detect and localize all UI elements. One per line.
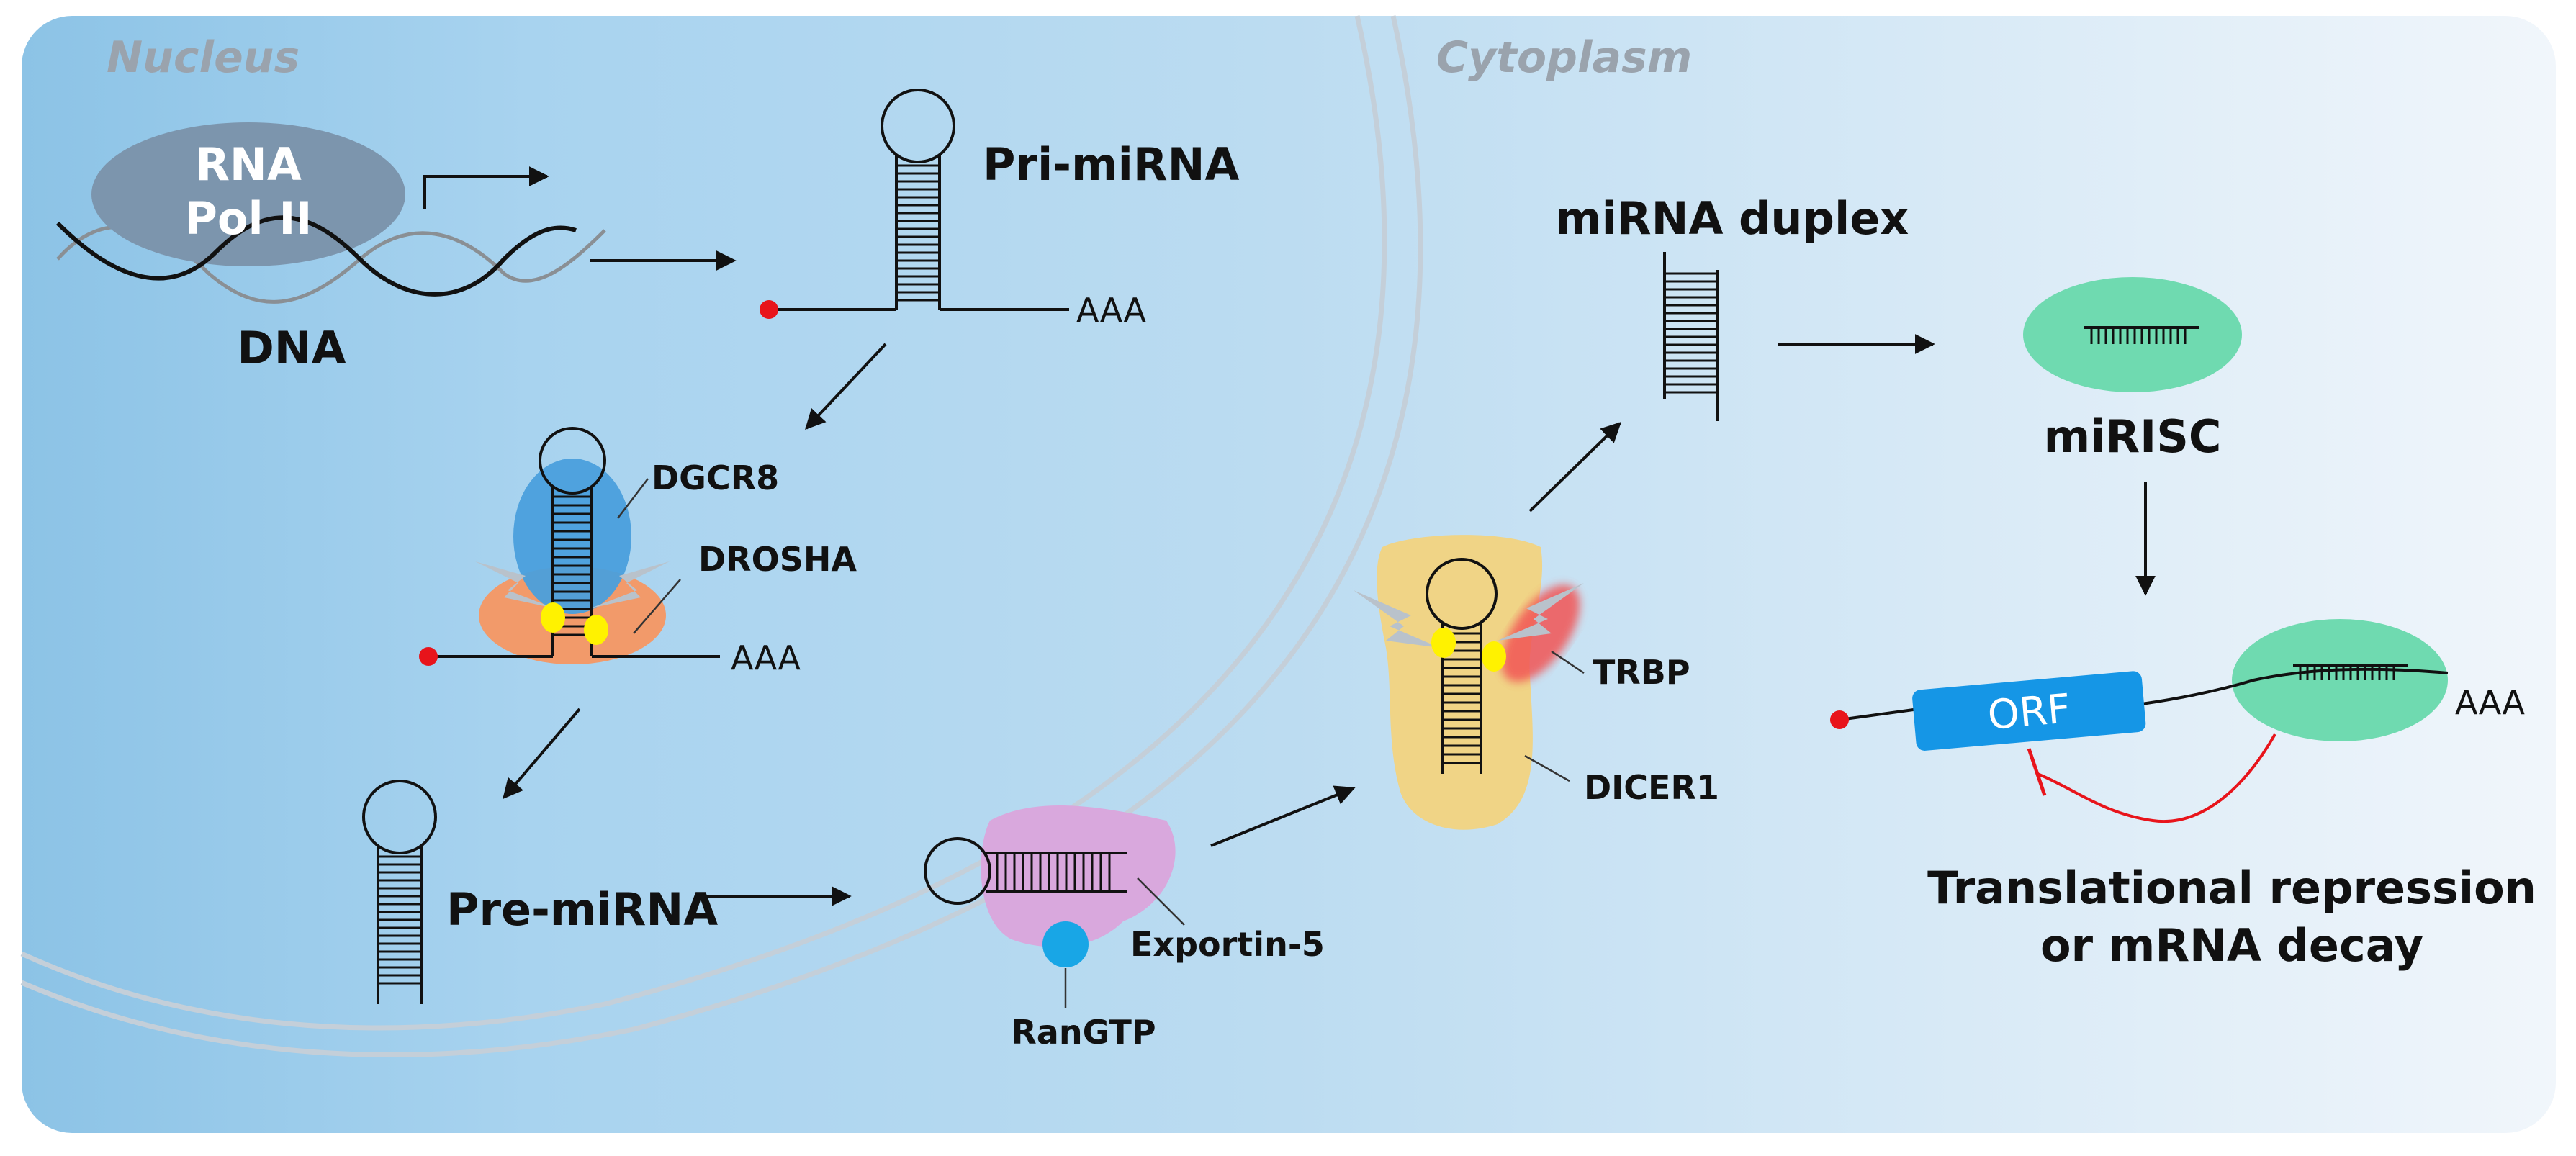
rangtp-label: RanGTP: [1011, 1013, 1156, 1052]
dna-label: DNA: [237, 322, 346, 374]
pri-mirna-label: Pri-miRNA: [983, 138, 1239, 191]
dna-transcription: RNA Pol II DNA: [55, 122, 606, 374]
repression-curve: [2037, 733, 2276, 823]
microprocessor-complex: DGCR8 DROSHA AAA: [419, 427, 857, 677]
orf-label: ORF: [1986, 685, 2072, 739]
arrow-microprocessor-to-pre: [503, 708, 581, 800]
transcription-start-arrow: [423, 166, 549, 209]
nucleus-label: Nucleus: [107, 32, 300, 83]
target-cap: [1830, 710, 1849, 729]
nuclear-envelope-inner: [20, 15, 1387, 1031]
dicer1-blob: [1377, 535, 1543, 830]
mirisc-blob: [2023, 277, 2242, 392]
arrow-dicer-to-duplex: [1528, 422, 1622, 512]
dicer-lightning-left: [1354, 590, 1440, 648]
mirna-duplex-label: miRNA duplex: [1555, 192, 1909, 245]
mirisc-label: miRISC: [2044, 410, 2222, 463]
cytoplasm-label: Cytoplasm: [1436, 32, 1692, 83]
arrow-pri-to-microprocessor: [805, 343, 887, 430]
trbp-label: TRBP: [1593, 653, 1690, 692]
drosha-label: DROSHA: [698, 540, 857, 579]
nuclear-envelope-outer: [20, 15, 1423, 1057]
drosha-blob: [479, 566, 666, 664]
dicer1-label: DICER1: [1584, 768, 1719, 807]
dgcr8-blob: [513, 459, 631, 614]
mirna-duplex: miRNA duplex: [1555, 192, 1909, 421]
dicer-complex: TRBP DICER1: [1354, 535, 1719, 830]
pri-mirna-cap: [760, 300, 778, 319]
target-polya: AAA: [2455, 683, 2525, 722]
rangtp-ball: [1042, 921, 1089, 967]
pri-mirna: AAA Pri-miRNA: [760, 89, 1239, 330]
microprocessor-polya: AAA: [731, 638, 801, 677]
target-mirisc-blob: [2232, 619, 2448, 741]
rna-pol-label-1: RNA: [195, 138, 302, 191]
mirisc: miRISC: [2023, 277, 2242, 463]
dgcr8-label: DGCR8: [652, 459, 779, 497]
pre-mirna: Pre-miRNA: [362, 780, 718, 1004]
target-mrna: ORF AAA: [1830, 619, 2525, 823]
exportin-complex: Exportin-5 RanGTP: [924, 805, 1325, 1052]
pri-mirna-polya: AAA: [1076, 291, 1146, 330]
dicer-cleavage-1: [1431, 628, 1456, 658]
dicer-lightning-right: [1498, 583, 1584, 641]
exportin-5-label: Exportin-5: [1130, 925, 1325, 964]
cleavage-site-2: [584, 615, 608, 645]
rna-pol-label-2: Pol II: [184, 192, 312, 245]
dicer-cleavage-2: [1482, 641, 1506, 672]
microprocessor-cap: [419, 647, 438, 666]
pre-mirna-label: Pre-miRNA: [446, 883, 718, 936]
orf-box: [1912, 671, 2146, 751]
cleavage-site-1: [541, 602, 565, 633]
outcome-line-2: or mRNA decay: [2040, 919, 2423, 972]
cell-background: [22, 16, 2556, 1133]
repression-bar: [2027, 748, 2047, 796]
lightning-right: [590, 561, 670, 608]
exportin-5-blob: [981, 805, 1176, 947]
outcome-line-1: Translational repression: [1927, 862, 2536, 914]
lightning-left: [475, 561, 554, 608]
arrow-export-to-dicer: [1210, 785, 1356, 847]
dna-strand-front: [55, 215, 577, 297]
